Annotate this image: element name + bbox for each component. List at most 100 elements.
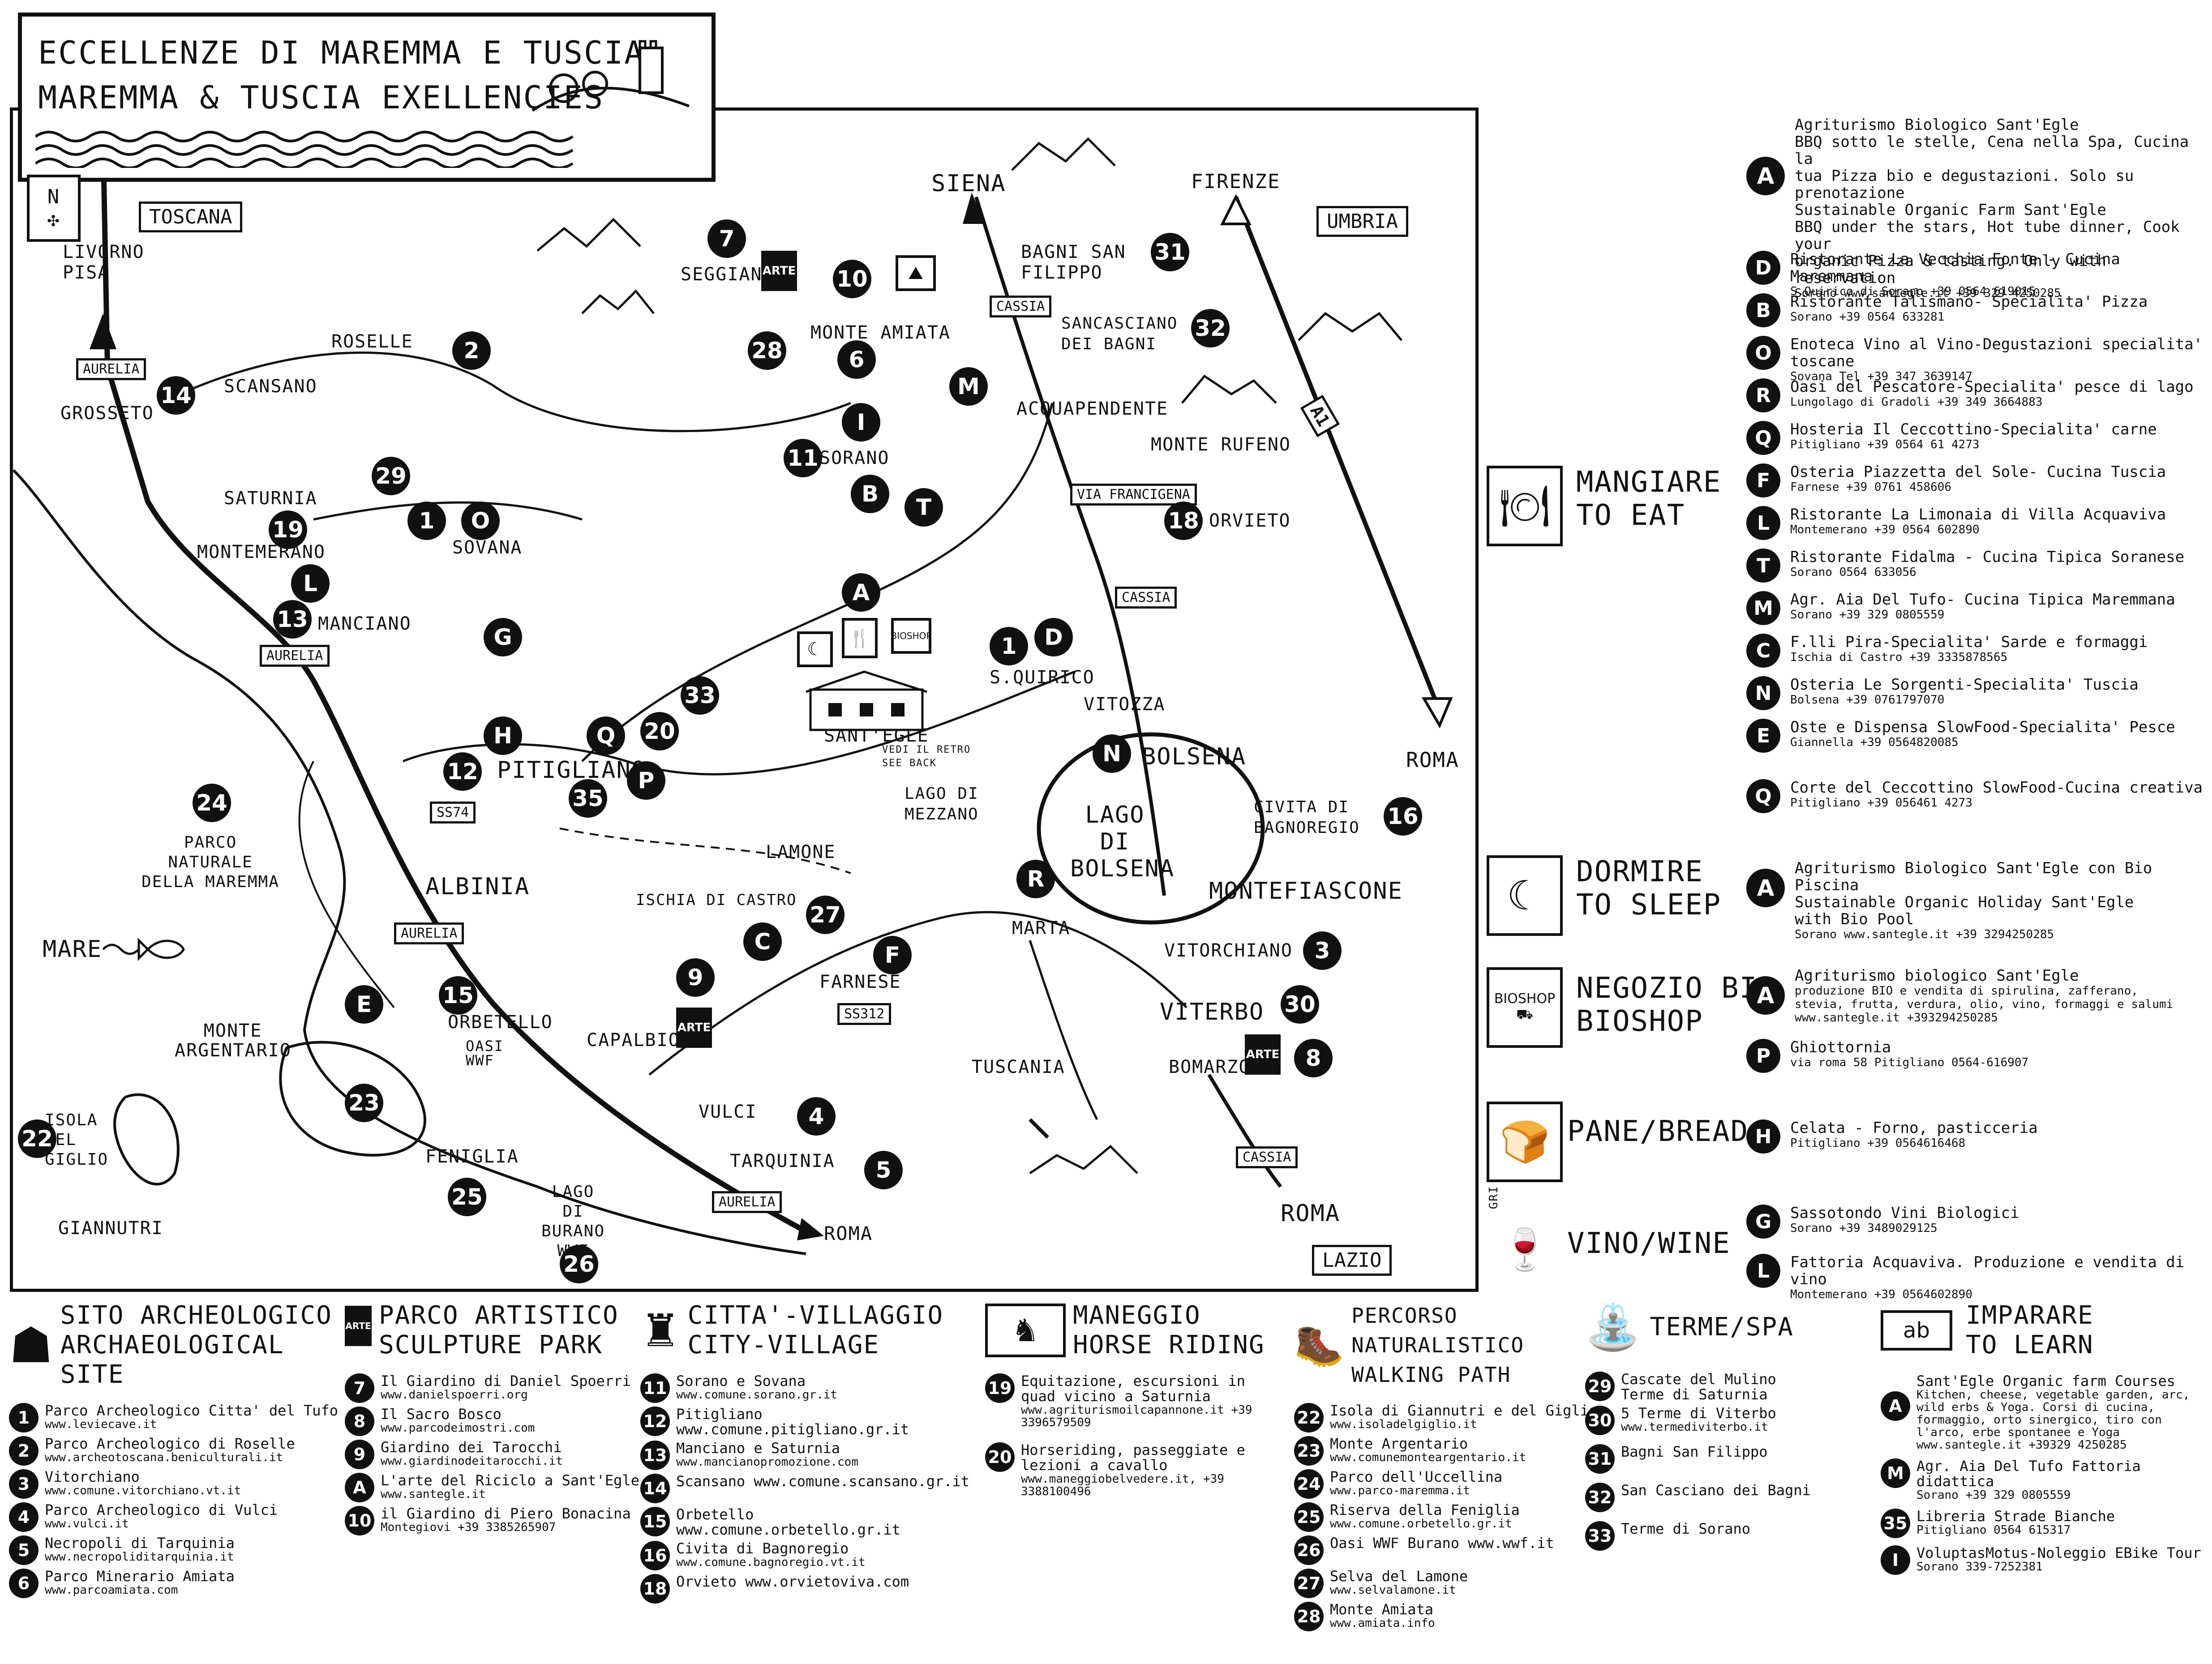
- map-marker-8[interactable]: 8: [1294, 1039, 1333, 1077]
- horse-head-icon: ♞: [985, 1304, 1066, 1357]
- road-cassia-center: CASSIA: [1115, 587, 1177, 609]
- place-bomarzo: BOMARZO: [1169, 1057, 1251, 1077]
- map-marker-1-sovana[interactable]: 1: [407, 502, 446, 540]
- map-marker-B[interactable]: B: [851, 475, 889, 513]
- map-marker-32[interactable]: 32: [1191, 309, 1230, 347]
- map-marker-27[interactable]: 27: [806, 896, 845, 934]
- map-marker-6[interactable]: 6: [837, 340, 876, 379]
- map-marker-G[interactable]: G: [484, 618, 522, 656]
- map-marker-H[interactable]: H: [484, 716, 522, 755]
- map-marker-13[interactable]: 13: [273, 600, 312, 639]
- place-livorno-pisa: LIVORNO PISA: [63, 242, 145, 283]
- place-mare: MARE: [43, 936, 103, 963]
- road-cassia-south: CASSIA: [1236, 1146, 1298, 1168]
- map-marker-30[interactable]: 30: [1281, 985, 1319, 1024]
- map-marker-F[interactable]: F: [873, 936, 912, 974]
- map-marker-C[interactable]: C: [743, 922, 782, 961]
- map-marker-R[interactable]: R: [1016, 860, 1055, 898]
- map-marker-N[interactable]: N: [1093, 734, 1131, 773]
- map-marker-1-squirico[interactable]: 1: [990, 627, 1028, 665]
- map-marker-9[interactable]: 9: [676, 958, 715, 997]
- map-marker-15[interactable]: 15: [439, 976, 477, 1015]
- place-pitigliano: PITIGLIANO: [497, 757, 647, 784]
- fork-knife-icon: 🍴: [842, 618, 878, 658]
- map-marker-24[interactable]: 24: [193, 784, 231, 822]
- map-marker-26[interactable]: 26: [560, 1245, 598, 1283]
- map-marker-M[interactable]: M: [949, 367, 988, 406]
- map-marker-12[interactable]: 12: [443, 752, 482, 791]
- map-marker-22[interactable]: 22: [18, 1119, 56, 1158]
- eat-item-D: D Ristorante La Vecchia Fonte - Cucina M…: [1746, 251, 2203, 298]
- book-ab-icon: ab: [1881, 1310, 1952, 1351]
- bioshop-cart-icon: BIOSHOP⛟: [1487, 967, 1563, 1048]
- map-marker-35[interactable]: 35: [569, 779, 607, 818]
- map-marker-4[interactable]: 4: [797, 1097, 836, 1136]
- map-marker-28[interactable]: 28: [748, 331, 786, 370]
- eat-item-R: R Oasi del Pescatore-Specialita' pesce d…: [1746, 378, 2203, 412]
- map-marker-A-map[interactable]: A: [842, 573, 880, 612]
- map-marker-E[interactable]: E: [345, 985, 383, 1024]
- map-marker-Q[interactable]: Q: [587, 716, 625, 755]
- place-capalbio: CAPALBIO: [587, 1030, 680, 1051]
- castle-hill-icon: [532, 40, 690, 112]
- map-marker-L[interactable]: L: [291, 564, 330, 603]
- map-marker-16[interactable]: 16: [1384, 797, 1422, 836]
- road-aurelia-coast: AURELIA: [712, 1191, 782, 1213]
- map-marker-D[interactable]: D: [1034, 618, 1073, 656]
- eat-item-A: A Agriturismo Biologico Sant'Egle BBQ so…: [1746, 116, 2203, 300]
- map-marker-T[interactable]: T: [905, 488, 943, 527]
- compass-rose: N ✣: [27, 175, 81, 242]
- map-marker-18[interactable]: 18: [1164, 502, 1203, 540]
- road-cassia-north: CASSIA: [990, 296, 1052, 317]
- road-via-francigena: VIA FRANCIGENA: [1070, 484, 1197, 506]
- map-marker-33[interactable]: 33: [681, 676, 719, 715]
- map-marker-23[interactable]: 23: [345, 1084, 383, 1122]
- road-ss74: SS74: [430, 802, 476, 823]
- map-marker-20[interactable]: 20: [640, 712, 679, 751]
- map-marker-11[interactable]: 11: [784, 439, 822, 477]
- place-siena: SIENA: [931, 170, 1006, 197]
- wine-item-L: L Fattoria Acquaviva. Produzione e vendi…: [1746, 1254, 2203, 1301]
- place-monte-amiata: MONTE AMIATA: [810, 322, 951, 343]
- map-marker-3[interactable]: 3: [1303, 931, 1342, 970]
- map-marker-10[interactable]: 10: [833, 260, 871, 298]
- place-oasi-wwf: OASI WWF: [466, 1038, 504, 1069]
- map-marker-14[interactable]: 14: [157, 376, 195, 415]
- map-marker-31[interactable]: 31: [1151, 233, 1189, 271]
- fish-sea-icon: [102, 937, 185, 961]
- arte-sculpture-icon: ARTE: [761, 251, 797, 309]
- map-marker-2[interactable]: 2: [452, 331, 491, 370]
- bioshop-label: NEGOZIO BIO BIOSHOP: [1576, 972, 1776, 1038]
- map-marker-19[interactable]: 19: [269, 510, 307, 549]
- map-marker-25[interactable]: 25: [448, 1178, 486, 1216]
- road-aurelia-south: AURELIA: [394, 922, 464, 944]
- place-s-quirico: S.QUIRICO: [990, 667, 1095, 688]
- map-marker-I[interactable]: I: [842, 403, 880, 442]
- road-aurelia-north: AURELIA: [76, 358, 146, 380]
- map-marker-5[interactable]: 5: [864, 1151, 903, 1189]
- map-marker-O[interactable]: O: [461, 502, 500, 540]
- place-monte-rufeno: MONTE RUFENO: [1151, 434, 1291, 455]
- map-marker-P[interactable]: P: [627, 761, 665, 800]
- map-marker-29[interactable]: 29: [372, 457, 410, 495]
- map-title-english: MAREMMA & TUSCIA EXELLENCIES: [38, 79, 604, 116]
- map-marker-7[interactable]: 7: [707, 219, 746, 258]
